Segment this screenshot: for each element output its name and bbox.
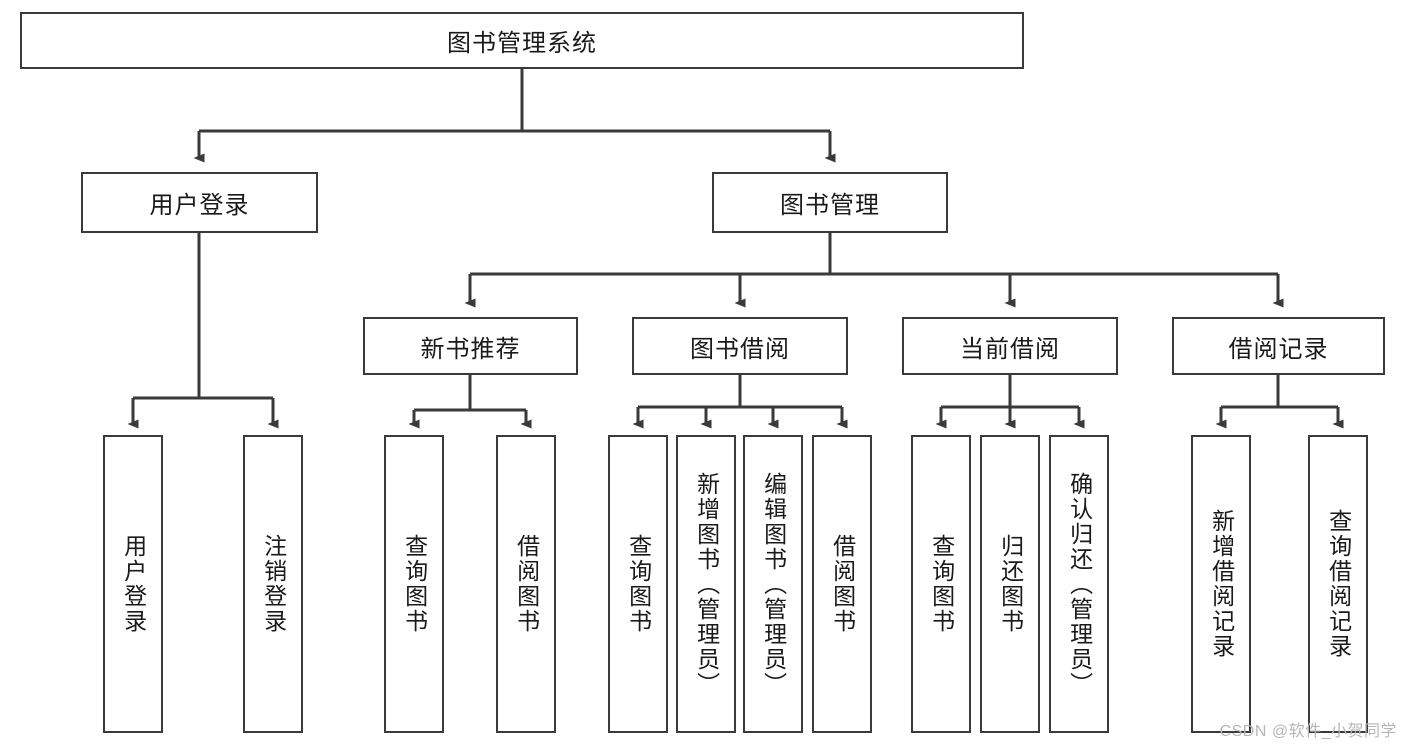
leaf-edit-book-admin[interactable]: 编辑图书（管理员） <box>743 435 803 733</box>
node-label: 新增借阅记录 <box>1208 509 1235 659</box>
node-new-book-recommend[interactable]: 新书推荐 <box>363 317 578 375</box>
watermark-text: CSDN @软件_小贺同学 <box>1219 723 1397 740</box>
node-label: 编辑图书（管理员） <box>760 471 787 697</box>
node-label: 用户登录 <box>149 192 250 219</box>
leaf-logout[interactable]: 注销登录 <box>243 435 303 733</box>
node-label: 借阅图书 <box>829 534 856 634</box>
leaf-borrow-book[interactable]: 借阅图书 <box>812 435 872 733</box>
leaf-return-book[interactable]: 归还图书 <box>980 435 1040 733</box>
node-root-book-management-system[interactable]: 图书管理系统 <box>20 12 1024 69</box>
node-borrow-record[interactable]: 借阅记录 <box>1172 317 1385 375</box>
leaf-add-book-admin[interactable]: 新增图书（管理员） <box>676 435 736 733</box>
node-label: 查询图书 <box>625 534 652 634</box>
node-label: 借阅记录 <box>1228 335 1329 363</box>
node-label: 新增图书（管理员） <box>693 471 720 697</box>
leaf-add-borrow-record[interactable]: 新增借阅记录 <box>1191 435 1251 733</box>
node-book-management[interactable]: 图书管理 <box>712 172 948 233</box>
leaf-user-login[interactable]: 用户登录 <box>103 435 163 733</box>
node-label: 图书管理系统 <box>447 30 597 57</box>
leaf-query-borrow-record[interactable]: 查询借阅记录 <box>1308 435 1368 733</box>
leaf-query-book-current[interactable]: 查询图书 <box>911 435 971 733</box>
node-label: 当前借阅 <box>960 335 1060 363</box>
leaf-confirm-return-admin[interactable]: 确认归还（管理员） <box>1049 435 1109 733</box>
node-label: 查询借阅记录 <box>1325 509 1352 659</box>
node-label: 新书推荐 <box>420 335 521 363</box>
leaf-query-book-borrow[interactable]: 查询图书 <box>608 435 668 733</box>
node-label: 归还图书 <box>997 534 1024 634</box>
node-label: 图书借阅 <box>690 335 790 363</box>
leaf-borrow-book-recommend[interactable]: 借阅图书 <box>496 435 556 733</box>
node-label: 图书管理 <box>780 192 880 219</box>
node-label: 注销登录 <box>260 534 287 634</box>
node-user-login[interactable]: 用户登录 <box>81 172 318 233</box>
node-label: 借阅图书 <box>513 534 540 634</box>
node-label: 用户登录 <box>120 534 147 634</box>
node-current-borrow[interactable]: 当前借阅 <box>902 317 1118 375</box>
node-label: 查询图书 <box>928 534 955 634</box>
leaf-query-book-recommend[interactable]: 查询图书 <box>384 435 444 733</box>
node-label: 查询图书 <box>401 534 428 634</box>
node-book-borrow[interactable]: 图书借阅 <box>632 317 848 375</box>
node-label: 确认归还（管理员） <box>1066 471 1093 697</box>
